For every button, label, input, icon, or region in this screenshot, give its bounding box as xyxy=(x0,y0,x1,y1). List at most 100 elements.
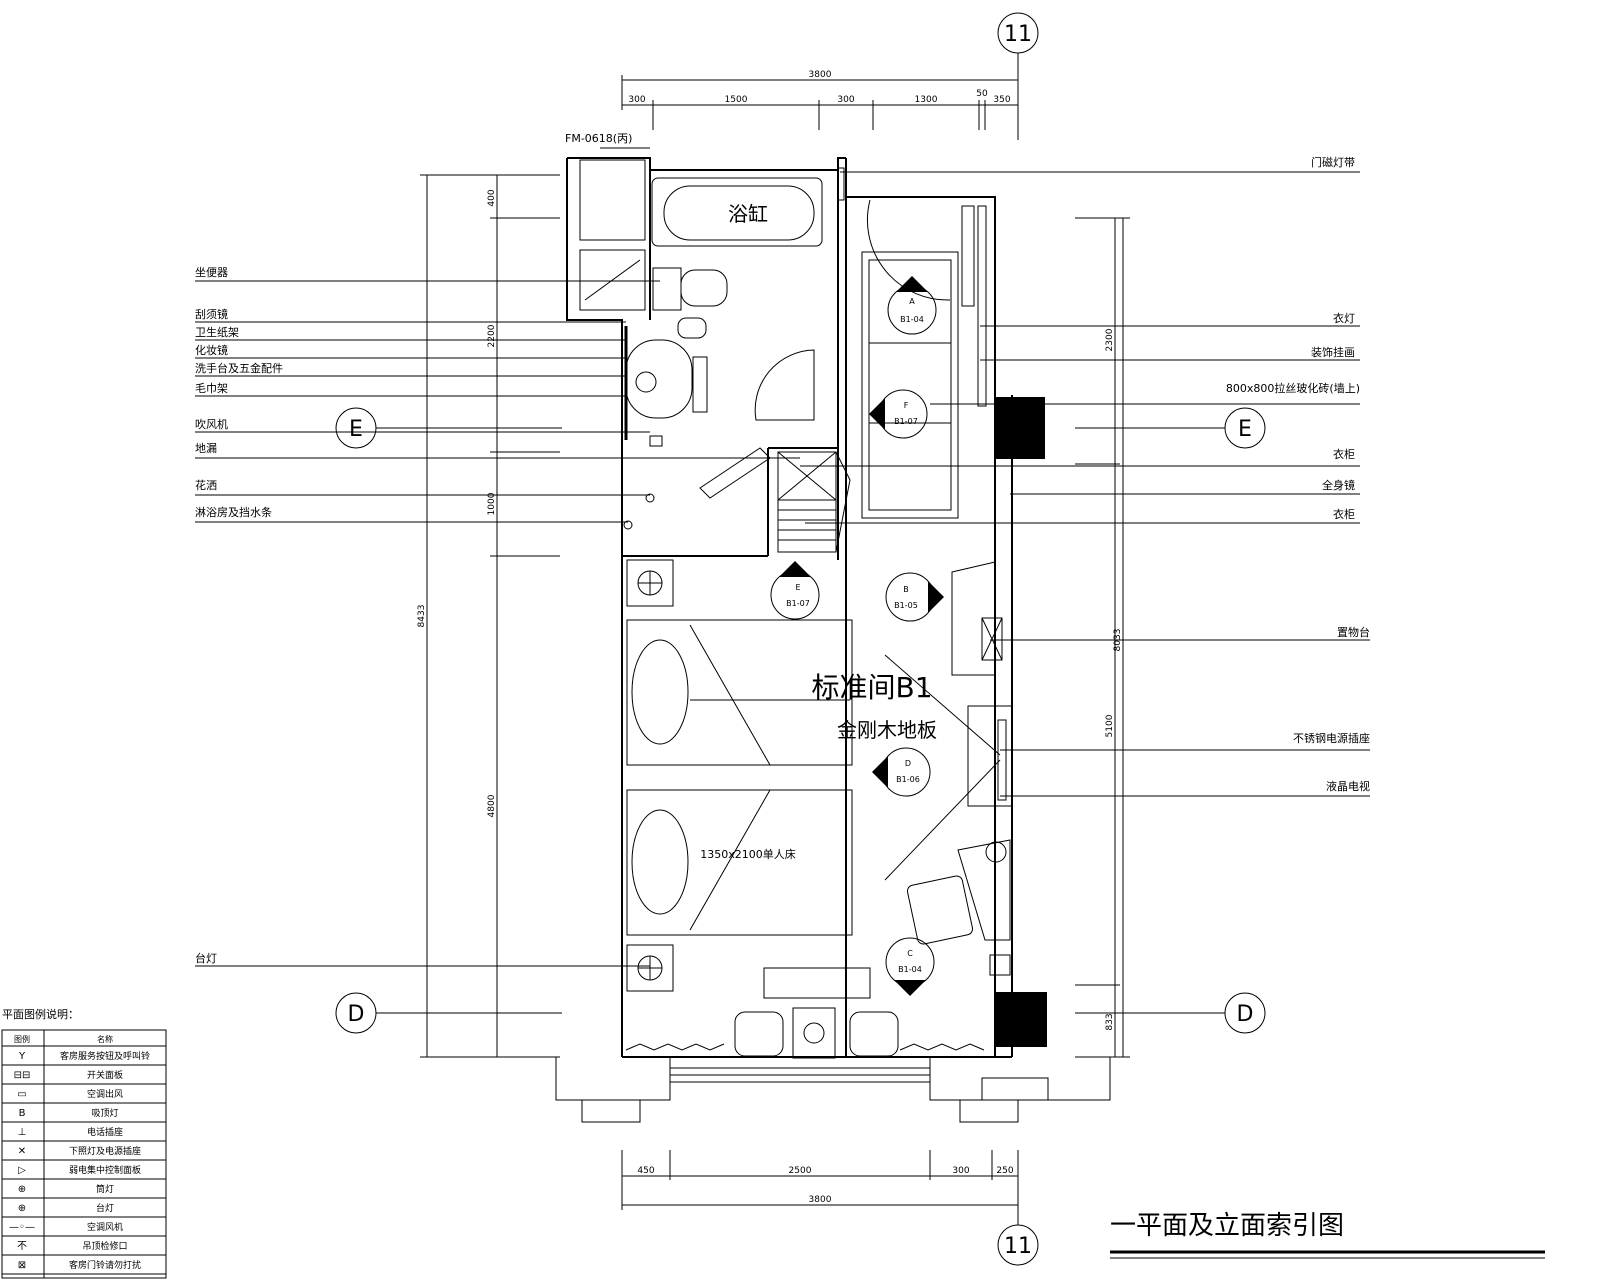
top-seg-4: 1300 xyxy=(915,95,938,105)
left-inner-2: 2200 xyxy=(487,324,497,347)
callout-towel-rack: 毛巾架 xyxy=(195,381,228,395)
top-seg-1: 300 xyxy=(628,95,645,105)
elev-d-ref: B1-06 xyxy=(896,775,920,784)
legend-title: 平面图例说明： xyxy=(2,1007,79,1021)
nightstand-bottom xyxy=(626,944,674,992)
legend-name: 吸顶灯 xyxy=(91,1108,118,1119)
drawing-title: 一平面及立面索引图 xyxy=(1110,1211,1344,1241)
legend-name: 吊顶检修口 xyxy=(82,1240,127,1252)
legend-symbol: ▷ xyxy=(18,1165,26,1176)
elev-c-ref: B1-04 xyxy=(898,965,922,974)
elev-marker-a: A B1-04 xyxy=(887,276,937,335)
legend-name: 客房服务按钮及呼叫铃 xyxy=(60,1050,150,1062)
axis-d-left: D xyxy=(335,992,562,1034)
axis-e-right: E xyxy=(1075,407,1266,449)
top-total-dim: 3800 xyxy=(809,70,832,80)
entry-door-swing xyxy=(866,199,951,301)
callout-full-mirror: 全身镜 xyxy=(1322,478,1355,492)
callout-floor-drain: 地漏 xyxy=(195,442,217,455)
drawing-title-block: 一平面及立面索引图 xyxy=(1110,1211,1545,1259)
washbasin xyxy=(625,339,693,419)
axis-e-left: E xyxy=(335,407,562,449)
callout-tile: 800x800拉丝玻化砖(墙上) xyxy=(1226,381,1360,395)
legend-symbol: Y xyxy=(18,1051,26,1062)
elev-c-letter: C xyxy=(907,949,913,958)
right-inner-1: 2300 xyxy=(1105,328,1115,351)
bed-lower xyxy=(626,789,853,936)
callout-toilet: 坐便器 xyxy=(195,266,228,279)
axis-d-right: D xyxy=(1075,992,1266,1034)
elev-e-ref: B1-07 xyxy=(786,599,810,608)
bottom-seg-3: 300 xyxy=(952,1166,969,1176)
entry-area xyxy=(777,167,951,553)
bottom-dimensions: 450 2500 300 250 3800 xyxy=(621,1150,1019,1210)
callout-wardrobe-2: 衣柜 xyxy=(1333,507,1355,521)
left-outer-dim: 8433 xyxy=(417,605,427,628)
bathtub-basin xyxy=(663,185,815,241)
right-inner-2: 5100 xyxy=(1105,714,1115,737)
top-seg-6: 350 xyxy=(993,95,1010,105)
desk-shelf xyxy=(951,561,996,676)
left-inner-3: 1000 xyxy=(487,492,497,515)
callout-makeup-mirror: 化妆镜 xyxy=(195,343,228,357)
top-seg-5: 50 xyxy=(976,89,988,99)
top-dimensions: 3800 300 1500 300 1300 50 350 xyxy=(621,70,1018,130)
right-dimensions: 8033 2300 5100 833 xyxy=(1075,217,1130,1058)
shower-glass-panel xyxy=(579,159,646,241)
elev-e-letter: E xyxy=(795,583,800,592)
callout-socket: 不锈钢电源插座 xyxy=(1293,731,1370,745)
elev-marker-e: E B1-07 xyxy=(770,561,820,620)
axis-d-left-label: D xyxy=(348,1002,365,1027)
ottoman-left xyxy=(734,1011,784,1057)
left-dimensions: 8433 400 2200 1000 4800 xyxy=(417,174,560,1058)
legend-name: 弱电集中控制面板 xyxy=(69,1164,141,1176)
axis-11-top-label: 11 xyxy=(1004,22,1032,47)
luggage-rack xyxy=(763,967,871,999)
legend-symbol: ⊕ xyxy=(18,1203,26,1214)
legend-symbol: —◦— xyxy=(9,1222,35,1233)
axis-d-right-label: D xyxy=(1237,1002,1254,1027)
callout-tv: 液晶电视 xyxy=(1326,779,1370,793)
callout-decor-painting: 装饰挂画 xyxy=(1311,345,1355,359)
elev-a-ref: B1-04 xyxy=(900,315,924,324)
legend-name: 筒灯 xyxy=(96,1183,114,1195)
legend-symbol: ▭ xyxy=(17,1089,26,1100)
room-name: 标准间B1 xyxy=(811,671,932,704)
callout-wardrobe-light: 衣灯 xyxy=(1333,311,1355,325)
bidet xyxy=(677,317,707,339)
left-callouts: 坐便器 刮须镜 卫生纸架 化妆镜 洗手台及五金配件 毛巾架 吹风机 地漏 花洒 … xyxy=(195,266,800,967)
legend-symbol: 不 xyxy=(17,1241,27,1252)
legend-name: 客房门铃请勿打扰 xyxy=(69,1259,141,1271)
callout-shelf: 置物台 xyxy=(1337,625,1370,639)
bottom-seg-4: 250 xyxy=(996,1166,1013,1176)
toilet-tank xyxy=(652,267,682,311)
bathroom-door-swing xyxy=(754,349,815,421)
bottom-total-dim: 3800 xyxy=(809,1195,832,1205)
elev-b-letter: B xyxy=(903,585,909,594)
bathroom: 浴缸 xyxy=(579,159,823,530)
desk xyxy=(957,839,1011,941)
legend-name: 空调风机 xyxy=(87,1221,123,1233)
legend-symbol: B xyxy=(19,1108,26,1119)
bed-upper xyxy=(626,619,853,766)
column-upper xyxy=(995,397,1045,459)
axis-e-right-label: E xyxy=(1238,417,1252,442)
bottom-seg-1: 450 xyxy=(637,1166,654,1176)
elev-f-ref: B1-07 xyxy=(894,417,918,426)
elev-d-letter: D xyxy=(905,759,911,768)
legend-name: 下照灯及电源插座 xyxy=(69,1145,141,1157)
column-lower xyxy=(995,992,1047,1047)
top-seg-2: 1500 xyxy=(725,95,748,105)
axis-e-left-label: E xyxy=(349,417,363,442)
elevation-markers: A B1-04 F B1-07 E B1-07 B B1-05 D B1-06 xyxy=(770,276,944,996)
callout-vanity: 洗手台及五金配件 xyxy=(195,361,283,375)
callout-shaving-mirror: 刮须镜 xyxy=(195,307,228,321)
elev-b-ref: B1-05 xyxy=(894,601,918,610)
callout-paper-holder: 卫生纸架 xyxy=(195,325,239,339)
armchair xyxy=(906,875,974,945)
callout-shower-head: 花洒 xyxy=(195,479,217,492)
legend-symbol: ⊥ xyxy=(18,1127,27,1138)
callout-shower-room: 淋浴房及挡水条 xyxy=(195,505,272,519)
